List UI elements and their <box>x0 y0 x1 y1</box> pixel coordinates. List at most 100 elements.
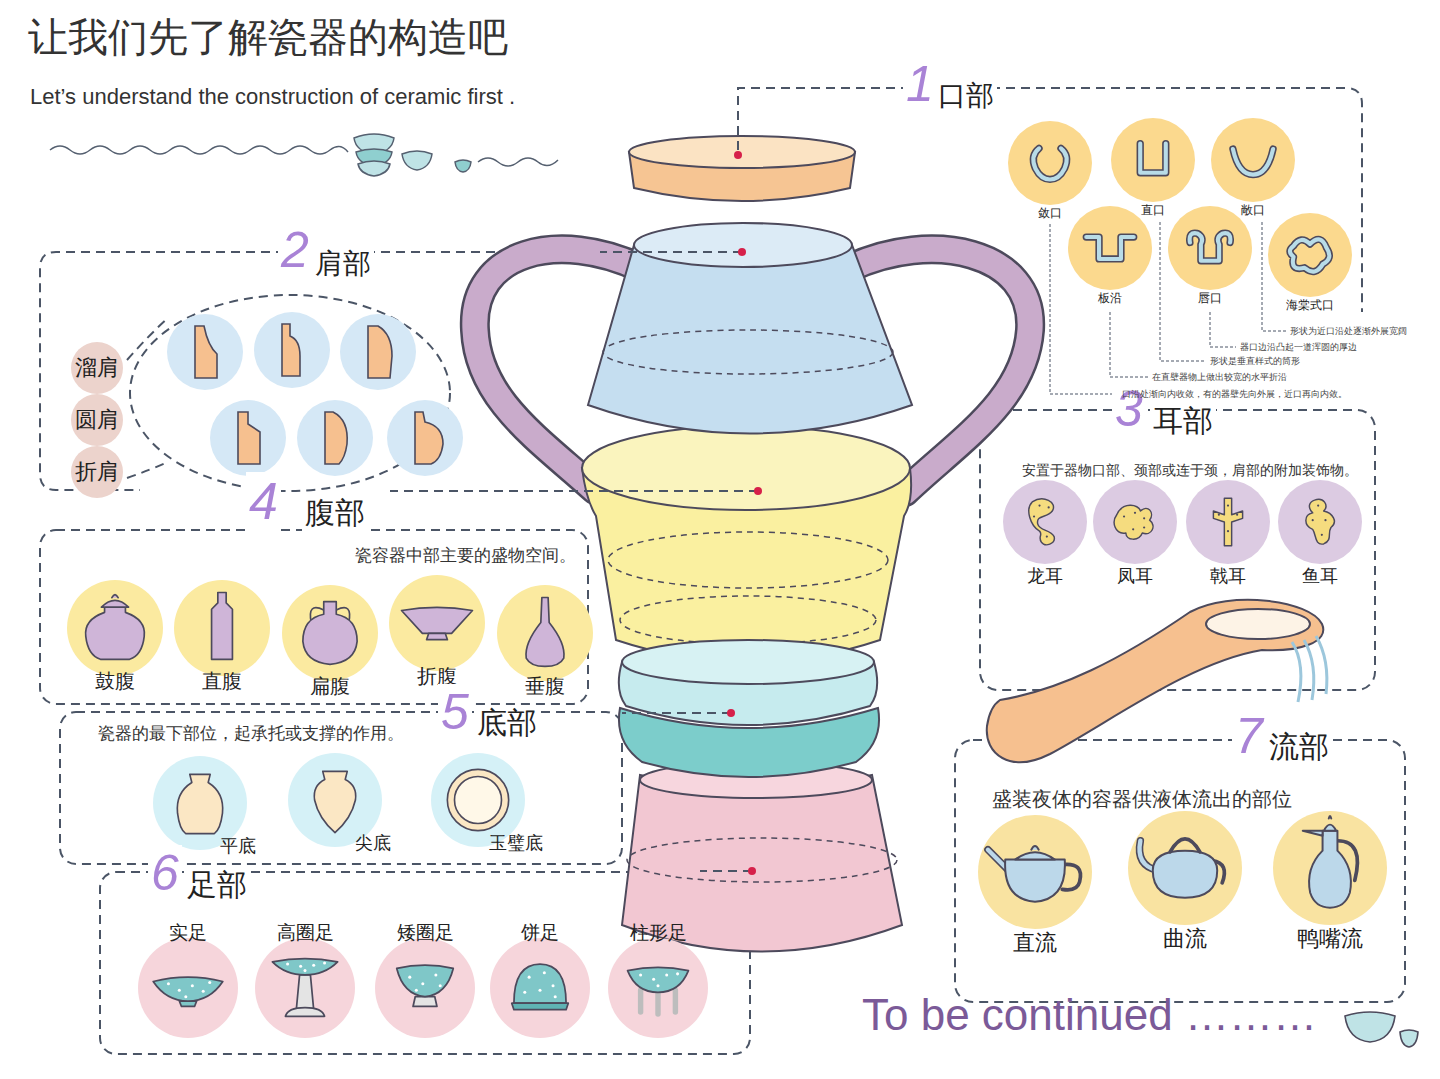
icon-stroke <box>628 967 689 992</box>
icon-stroke <box>296 975 313 1010</box>
type-circle-fill <box>174 580 270 676</box>
icon-stroke <box>514 964 566 1003</box>
type-circle: 饼足 <box>490 938 590 1038</box>
shoulder-profile <box>195 326 217 378</box>
icon-dot <box>415 989 418 992</box>
type-circle: 矮圈足 <box>375 938 475 1038</box>
icon-stroke <box>1290 239 1329 271</box>
water-stroke <box>1292 642 1301 702</box>
icon-dot <box>191 984 194 987</box>
type-circle-fill <box>1268 213 1352 297</box>
section-number: 2 <box>278 222 312 280</box>
icon-stroke <box>153 977 223 1001</box>
icon-dot <box>286 963 289 966</box>
icon-dot <box>665 973 668 976</box>
type-circle: 鱼耳 <box>1278 480 1362 564</box>
type-icon <box>1306 499 1334 544</box>
hidden-line <box>620 596 876 644</box>
icon-stroke <box>1140 144 1166 173</box>
type-icon <box>1086 237 1133 259</box>
icon-stroke <box>1290 239 1329 271</box>
type-circle: 敞口 <box>1211 118 1295 202</box>
part-label: 玉璧底 <box>489 833 543 854</box>
panel-frame <box>40 252 600 490</box>
part-label: 敞口 <box>1241 204 1265 218</box>
icon-stroke <box>447 769 508 830</box>
water-stroke <box>1304 640 1314 700</box>
icon-stroke <box>272 959 337 975</box>
title-decoration <box>50 134 558 176</box>
vase-neck <box>588 245 912 434</box>
note-text: 形状是垂直样式的筒形 <box>1210 356 1300 366</box>
bowl-icon <box>1400 1030 1418 1047</box>
type-circle-fill <box>1008 121 1092 205</box>
type-icon <box>153 977 223 1006</box>
section-panel: 2肩部溜肩圆肩折肩 <box>36 222 596 494</box>
icon-stroke <box>1086 237 1133 259</box>
circle-shape <box>1168 206 1252 290</box>
icon-dot <box>323 961 326 964</box>
icon-stroke <box>314 771 355 832</box>
type-circle-fill <box>153 756 247 850</box>
type-circle-fill <box>282 585 378 681</box>
icon-stroke <box>1309 831 1351 908</box>
part-label: 龙耳 <box>1027 566 1063 587</box>
part-label: 高圈足 <box>277 922 334 944</box>
section-panel: 7流部盛装夜体的容器供液体流出的部位直流曲流鸭嘴流 <box>950 708 1410 1006</box>
icon-dot <box>528 976 531 979</box>
type-icon <box>988 846 1081 902</box>
circle-shape <box>1008 121 1092 205</box>
section-number: 4 <box>246 472 281 532</box>
icon-dot <box>421 982 424 985</box>
type-circle-fill <box>1211 118 1295 202</box>
icon-stroke <box>1233 149 1273 175</box>
type-circle: 直腹 <box>174 580 270 676</box>
icon-stroke <box>1033 148 1066 179</box>
part-label: 鱼耳 <box>1302 566 1338 587</box>
icon-stroke <box>112 595 118 598</box>
type-circle-fill <box>1273 811 1387 925</box>
icon-stroke <box>1029 499 1055 545</box>
type-circle: 柱形足 <box>608 938 708 1038</box>
leader-line <box>127 462 168 478</box>
circle-shape <box>1128 811 1242 925</box>
icon-stroke <box>1015 852 1055 859</box>
type-circle-fill <box>288 753 382 847</box>
subtitle: Let’s understand the construction of cer… <box>30 84 515 109</box>
section-panel: 3耳部安置于器物口部、颈部或连于颈，肩部的附加装饰物。龙耳凤耳戟耳鱼耳 <box>976 380 1378 692</box>
type-icon <box>1114 505 1153 539</box>
icon-circle <box>254 312 330 388</box>
icon-stroke <box>1190 233 1231 261</box>
icon-circle <box>340 314 416 390</box>
type-circle-fill <box>71 394 123 446</box>
type-icon <box>402 607 473 639</box>
icon-dot <box>299 965 302 968</box>
icon-dot <box>1218 514 1220 516</box>
bowl-icon <box>1345 1012 1395 1042</box>
type-icon <box>1029 499 1055 545</box>
icon-dot <box>538 989 541 992</box>
type-circle: 直口 <box>1111 118 1195 202</box>
part-label: 垂腹 <box>525 675 565 698</box>
icon-stroke <box>1213 498 1242 545</box>
part-label: 鸭嘴流 <box>1297 926 1363 951</box>
type-circle-fill <box>389 575 485 671</box>
icon-stroke <box>1329 816 1331 818</box>
part-dot <box>748 867 756 875</box>
type-circle: 曲流 <box>1128 811 1242 925</box>
type-circle: 玉璧底 <box>431 753 525 847</box>
icon-stroke <box>1306 499 1334 544</box>
icon-stroke <box>101 600 128 607</box>
type-circle: 尖底 <box>288 753 382 847</box>
type-icon <box>1190 233 1231 261</box>
type-icon <box>1213 498 1242 545</box>
circle-shape <box>255 938 355 1038</box>
icon-dot <box>1227 504 1229 506</box>
section-panel: 4腹部瓷容器中部主要的盛物空间。鼓腹直腹扁腹折腹垂腹 <box>36 470 596 708</box>
type-icon <box>177 774 222 833</box>
type-circle-fill <box>1186 480 1270 564</box>
circle-shape <box>1068 206 1152 290</box>
icon-stroke <box>526 598 564 667</box>
panel-frame <box>955 740 1405 1002</box>
vase-bottom-rim <box>622 640 874 684</box>
